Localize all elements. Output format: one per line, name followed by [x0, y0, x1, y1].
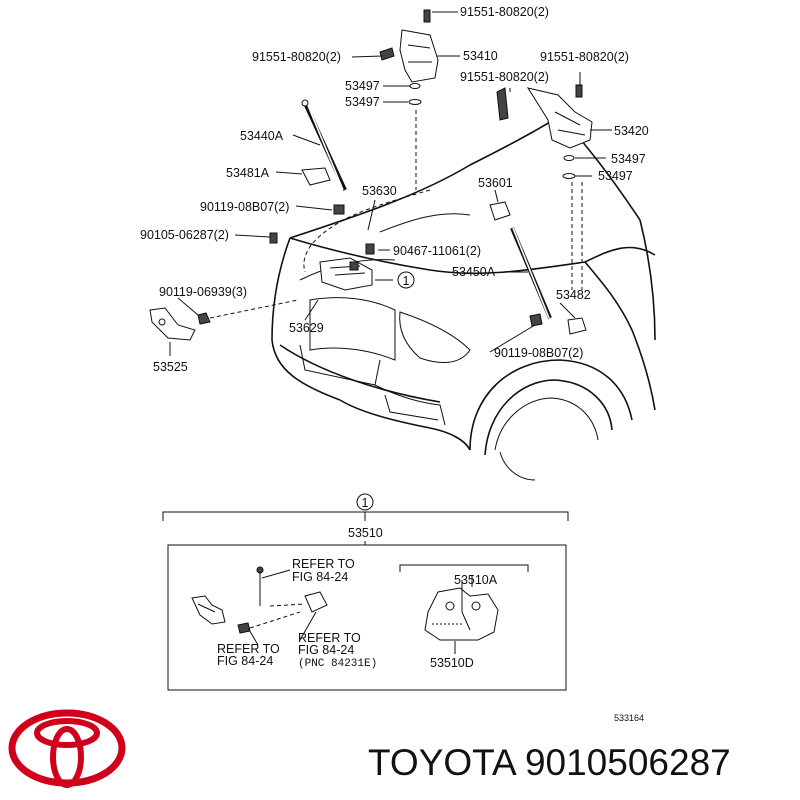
- seal-53525: [149, 307, 196, 341]
- circle-reference-main: 1: [397, 271, 415, 289]
- callout-53420: 53420: [614, 124, 649, 138]
- callout-53482: 53482: [556, 288, 591, 302]
- inset-refer-to-top: REFER TO: [292, 557, 355, 571]
- brand-caption: TOYOTA 9010506287: [368, 742, 731, 783]
- release-cable: [197, 189, 587, 335]
- hood-hinge-right: [496, 84, 593, 179]
- hood-hinge-left: [379, 9, 439, 105]
- callout-91551-right: 91551-80820(2): [540, 50, 629, 64]
- callout-53497-b: 53497: [345, 95, 380, 109]
- callout-90119-06939: 90119-06939(3): [159, 285, 247, 299]
- inset-fig-top: FIG 84-24: [292, 570, 348, 584]
- callout-91551-mid: 91551-80820(2): [460, 70, 549, 84]
- inset-sub-53510a: 53510A: [454, 573, 498, 587]
- car-body-outline: [271, 114, 656, 481]
- callout-53525: 53525: [153, 360, 188, 374]
- callout-90467-11061: 90467-11061(2): [393, 244, 481, 258]
- callout-53497-c: 53497: [611, 152, 646, 166]
- callout-53629: 53629: [289, 321, 324, 335]
- callout-53497-d: 53497: [598, 169, 633, 183]
- callout-53481a: 53481A: [226, 166, 270, 180]
- callout-53440a: 53440A: [240, 129, 284, 143]
- inset-assembly-53510: 1 53510 REFER TO FIG 84-24 REFER TO FIG …: [162, 493, 569, 691]
- callout-53630: 53630: [362, 184, 397, 198]
- inset-sub-53510d: 53510D: [430, 656, 474, 670]
- latch-assembly-region: [319, 257, 373, 291]
- callout-91551-top: 91551-80820(2): [460, 5, 549, 19]
- inset-frame: [167, 544, 567, 691]
- leader-lines: [169, 11, 612, 356]
- inset-refer-to-left: REFER TO: [217, 642, 280, 656]
- inset-refer-to-right: REFER TO: [298, 631, 361, 645]
- callout-53450a: 53450A: [452, 265, 496, 279]
- illustration-number: 533164: [614, 713, 644, 723]
- callout-90119-08b07-left: 90119-08B07(2): [200, 200, 289, 214]
- callout-91551-left: 91551-80820(2): [252, 50, 341, 64]
- callout-90105-06287: 90105-06287(2): [140, 228, 229, 242]
- callout-90119-08b07-right: 90119-08B07(2): [494, 346, 583, 360]
- inset-assembly-number: 53510: [348, 526, 383, 540]
- svg-text:1: 1: [403, 274, 410, 288]
- inset-fig-left: FIG 84-24: [217, 654, 273, 668]
- hood-stay-right: [510, 227, 552, 319]
- inset-fig-right: FIG 84-24: [298, 643, 354, 657]
- callout-53601: 53601: [478, 176, 513, 190]
- toyota-logo-icon: [8, 709, 126, 788]
- bracket-53481a: [301, 167, 345, 215]
- inset-circle-reference: 1: [362, 496, 369, 510]
- callout-53410: 53410: [463, 49, 498, 63]
- inset-pnc: (PNC 84231E): [298, 658, 377, 670]
- callout-53497-a: 53497: [345, 79, 380, 93]
- hood-stay-left: [301, 99, 347, 191]
